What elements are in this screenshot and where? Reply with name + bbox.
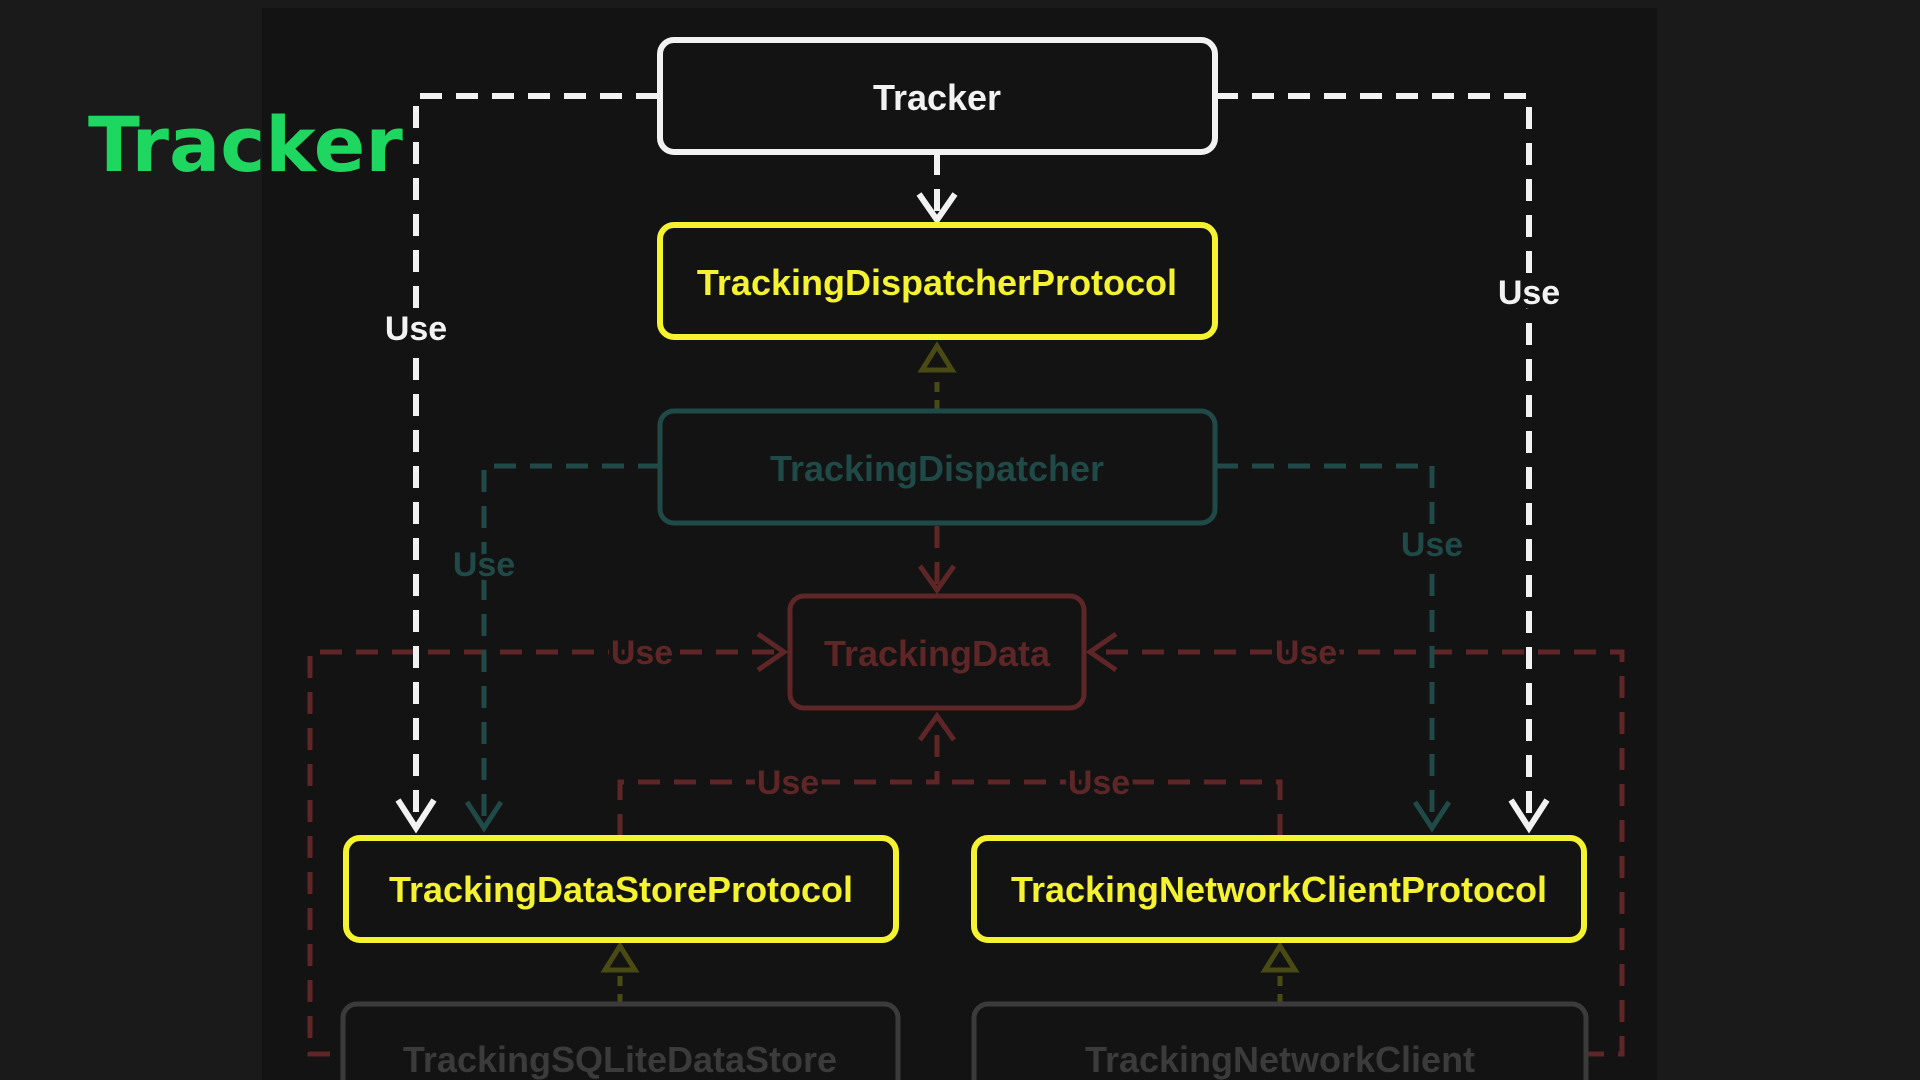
- tracker-datastore-arrowhead: [395, 798, 437, 834]
- node-tracking-data: TrackingData: [787, 593, 1087, 711]
- datastore-to-data-line: [617, 718, 940, 836]
- edge-label-network-data: Use: [1068, 764, 1130, 802]
- dispatcher-edges: [481, 463, 1435, 820]
- node-network-client-label: TrackingNetworkClient: [1085, 1039, 1475, 1080]
- node-tracker-label: Tracker: [873, 77, 1001, 118]
- dispatcher-realization-arrowhead: [917, 341, 957, 373]
- node-network-client: TrackingNetworkClient: [971, 1001, 1589, 1080]
- tracker-to-datastore-line: [413, 93, 658, 820]
- node-sqlite-datastore: TrackingSQLiteDataStore: [340, 1001, 901, 1080]
- edge-label-dispatcher-datastore: Use: [453, 546, 515, 584]
- node-datastore-protocol-label: TrackingDataStoreProtocol: [389, 869, 853, 910]
- right-data-arrowhead: [1085, 631, 1118, 673]
- tracker-network-arrowhead: [1508, 798, 1550, 834]
- network-to-data-line: [937, 779, 1283, 836]
- dispatcher-network-arrowhead: [1412, 800, 1452, 833]
- node-dispatcher: TrackingDispatcher: [657, 408, 1218, 526]
- edge-label-right-data: Use: [1275, 634, 1337, 672]
- dispatcher-to-network-line: [1216, 463, 1435, 820]
- node-tracking-data-label: TrackingData: [824, 633, 1051, 674]
- down-data-arrowhead: [917, 564, 957, 595]
- edge-label-tracker-network: Use: [1498, 274, 1560, 312]
- network-realization-arrowhead: [1260, 941, 1300, 973]
- tracker-to-network-line: [1216, 93, 1532, 820]
- node-dispatcher-label: TrackingDispatcher: [770, 448, 1104, 489]
- node-sqlite-datastore-label: TrackingSQLiteDataStore: [403, 1039, 837, 1080]
- data-edges: [307, 526, 1625, 1057]
- dispatcher-to-datastore-line: [481, 463, 660, 820]
- node-network-client-protocol-label: TrackingNetworkClientProtocol: [1011, 869, 1547, 910]
- node-tracker: Tracker: [657, 37, 1218, 155]
- tracker-dispatcher-arrowhead: [916, 192, 958, 226]
- up-data-arrowhead: [917, 711, 957, 742]
- tracker-edges: [413, 93, 1532, 820]
- edge-label-dispatcher-network: Use: [1401, 526, 1463, 564]
- page-title: Tracker: [88, 100, 403, 189]
- edge-label-left-data: Use: [611, 634, 673, 672]
- left-data-arrowhead: [756, 631, 789, 673]
- node-network-client-protocol: TrackingNetworkClientProtocol: [971, 835, 1587, 943]
- datastore-realization-arrowhead: [600, 941, 640, 973]
- left-to-data-line: [307, 649, 782, 1057]
- edge-label-tracker-datastore: Use: [385, 310, 447, 348]
- edge-label-datastore-data: Use: [757, 764, 819, 802]
- node-dispatcher-protocol-label: TrackingDispatcherProtocol: [697, 262, 1177, 303]
- node-dispatcher-protocol: TrackingDispatcherProtocol: [657, 222, 1218, 340]
- dispatcher-datastore-arrowhead: [464, 800, 504, 833]
- right-to-data-line: [1092, 649, 1625, 1057]
- node-datastore-protocol: TrackingDataStoreProtocol: [343, 835, 899, 943]
